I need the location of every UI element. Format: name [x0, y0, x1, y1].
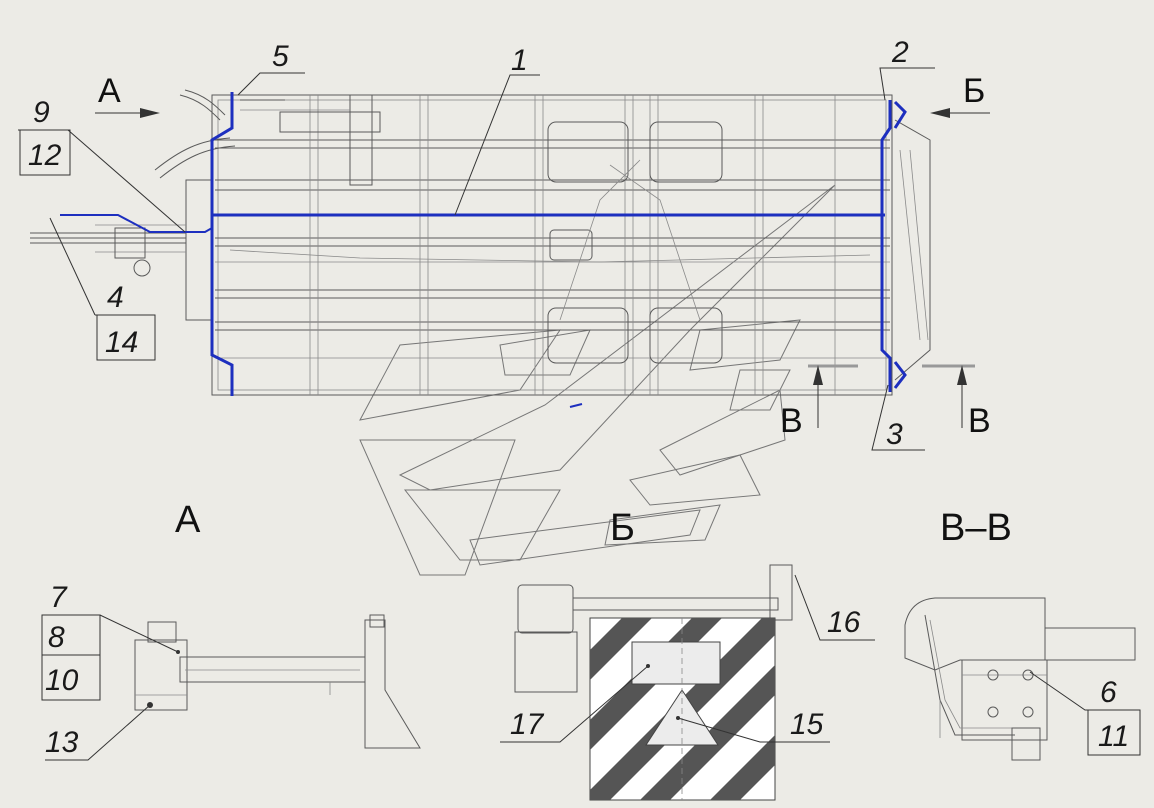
callout-16: 16 [827, 606, 861, 639]
arrow-label-b: Б [963, 72, 985, 110]
callout-8: 8 [48, 621, 65, 654]
main-frame [30, 89, 931, 396]
callout-15: 15 [790, 708, 824, 741]
arrow-label-a: А [98, 72, 121, 110]
arrow-label-v-left: В [780, 402, 803, 440]
detail-view-vv [904, 597, 1136, 761]
view-arrows [95, 108, 990, 428]
callout-14: 14 [105, 326, 138, 359]
callout-17: 17 [510, 708, 545, 741]
callout-7: 7 [50, 581, 68, 614]
highlighted-parts [60, 92, 907, 408]
callout-4: 4 [107, 281, 124, 314]
callout-6: 6 [1100, 676, 1117, 709]
callout-1: 1 [511, 44, 528, 77]
detail-view-a [134, 614, 421, 749]
callout-2: 2 [891, 36, 909, 69]
view-title-a: А [175, 499, 201, 541]
view-title-vv: В–В [940, 507, 1012, 549]
detail-b-leaders [500, 574, 875, 743]
callout-12: 12 [28, 139, 62, 172]
watermark-logo [359, 184, 836, 576]
callout-leaders [18, 67, 935, 451]
callout-5: 5 [272, 40, 289, 73]
detail-a-leaders [41, 614, 179, 761]
detail-view-b [514, 564, 793, 801]
view-title-b: Б [610, 507, 635, 549]
callout-3: 3 [886, 418, 903, 451]
callout-9: 9 [33, 96, 50, 129]
arrow-label-v-right: В [968, 402, 991, 440]
detail-vv-leaders [1029, 671, 1141, 756]
callout-13: 13 [45, 726, 79, 759]
callout-11: 11 [1098, 720, 1129, 753]
callout-10: 10 [45, 664, 79, 697]
